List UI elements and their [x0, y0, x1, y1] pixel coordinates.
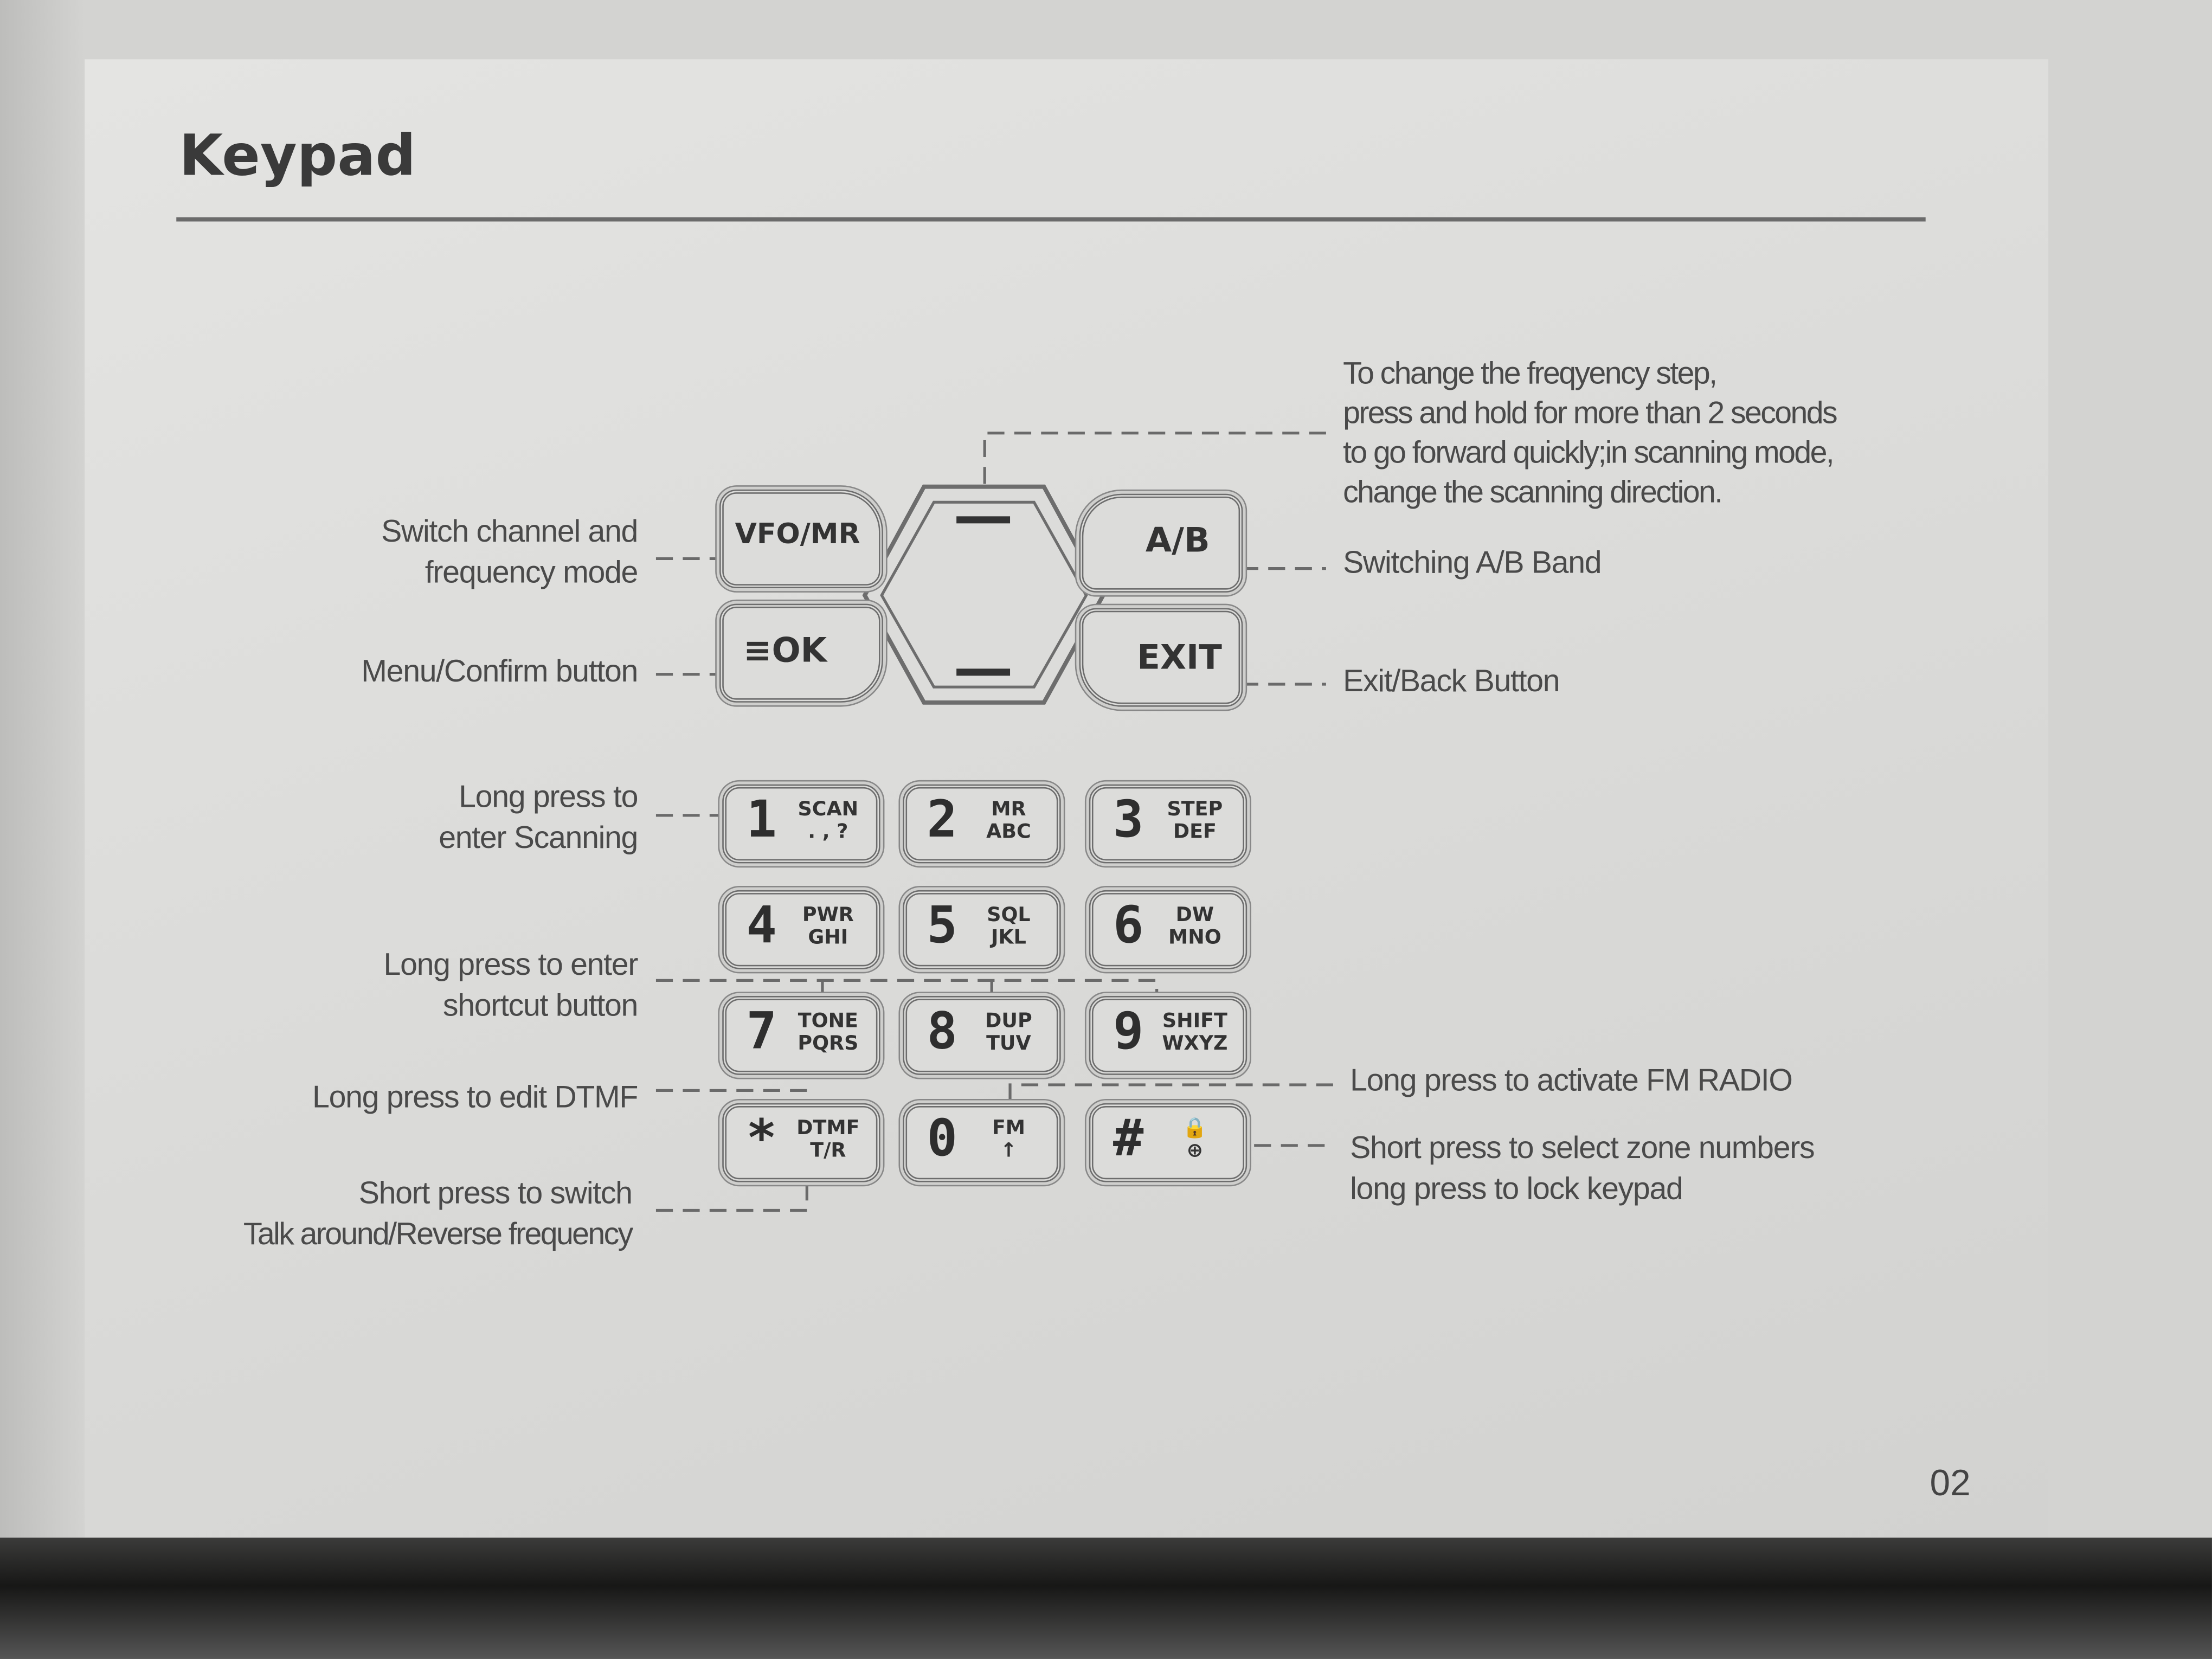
- key-function: 🔒⊕: [1182, 1117, 1207, 1163]
- key-digit: 4: [746, 897, 777, 955]
- page-title: Keypad: [179, 124, 416, 189]
- key-digit: 3: [1113, 791, 1144, 850]
- up-arrow-mark: [956, 516, 1011, 524]
- down-arrow-mark: [956, 668, 1011, 676]
- hexagon-nav-pad: [862, 484, 1106, 705]
- key-digit: 6: [1113, 897, 1144, 955]
- title-rule: [176, 217, 1926, 222]
- label-menu-confirm: Menu/Confirm button: [361, 653, 638, 689]
- key-digit: #: [1113, 1110, 1144, 1168]
- key-1[interactable]: 1 SCAN. , ?: [722, 784, 880, 864]
- key-digit: *: [746, 1110, 777, 1168]
- label-dtmf: Long press to edit DTMF: [312, 1079, 638, 1115]
- key-digit: 1: [746, 791, 777, 850]
- exit-key[interactable]: EXIT: [1079, 608, 1243, 707]
- vfo-mr-key[interactable]: VFO/MR: [719, 489, 883, 589]
- page-number: 02: [1930, 1461, 1971, 1504]
- key-digit: 8: [927, 1003, 957, 1061]
- manual-page: [85, 59, 2049, 1549]
- menu-ok-key[interactable]: ≡OK: [719, 603, 883, 703]
- label-exit-back: Exit/Back Button: [1343, 663, 1560, 698]
- key-hash[interactable]: # 🔒⊕: [1089, 1103, 1248, 1182]
- ab-key[interactable]: A/B: [1079, 493, 1243, 593]
- key-function: FM↑: [992, 1117, 1026, 1163]
- key-0[interactable]: 0 FM↑: [903, 1103, 1061, 1182]
- label-ab-band: Switching A/B Band: [1343, 544, 1602, 580]
- label-fm-radio: Long press to activate FM RADIO: [1350, 1062, 1793, 1098]
- label-frequency-step: To change the freqyency step,press and h…: [1343, 355, 1837, 510]
- key-digit: 0: [927, 1110, 957, 1168]
- page-shadow: [0, 1538, 2212, 1659]
- key-digit: 7: [746, 1003, 777, 1061]
- key-digit: 2: [927, 791, 957, 850]
- key-function: SCAN. , ?: [798, 798, 859, 844]
- key-digit: 5: [927, 897, 957, 955]
- key-digit: 9: [1113, 1003, 1144, 1061]
